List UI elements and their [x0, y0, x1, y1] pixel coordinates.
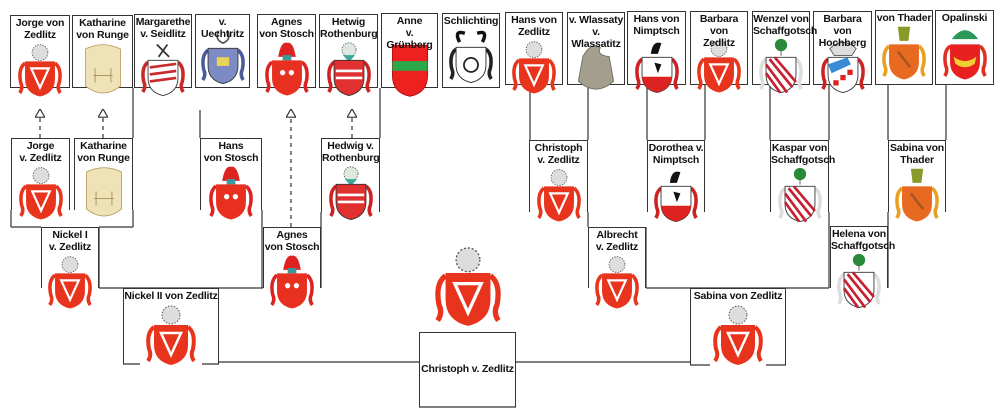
person-box: Nickel I v. Zedlitz — [41, 227, 99, 288]
person-box: Helena von Schaffgotsch — [830, 226, 896, 288]
rothenburg-arms-icon — [326, 41, 371, 103]
person-name: Christoph v. Zedlitz — [421, 363, 514, 375]
schaffgotsch-arms-icon — [777, 167, 822, 229]
zedlitz-arms-icon — [595, 254, 639, 316]
zedlitz-arms-icon — [713, 303, 763, 373]
person-box: v. Uechtritz — [195, 14, 250, 88]
person-box: Agnes von Stosch — [263, 227, 321, 288]
schlichting-arms-icon — [449, 28, 493, 90]
zedlitz-arms-icon — [697, 38, 741, 100]
person-name: von Thader — [876, 12, 932, 24]
person-name: Schlichting — [443, 15, 499, 27]
runge-seal-icon — [81, 42, 125, 104]
person-name: Hedwig v. Rothenburg — [322, 140, 380, 164]
person-name: Hetwig Rothenburg — [320, 16, 378, 40]
rothenburg-arms-icon — [328, 165, 373, 227]
person-box: Hans von Stosch — [200, 138, 262, 210]
person-name: Opalinski — [941, 12, 988, 24]
stosch-arms-icon — [264, 41, 309, 103]
nimptsch-arms-icon — [654, 167, 698, 229]
seidlitz-arms-icon — [141, 41, 185, 103]
person-name: v. Uechtritz — [200, 16, 245, 40]
person-box: Jorge v. Zedlitz — [11, 138, 70, 210]
hochberg-arms-icon — [820, 38, 865, 100]
person-name: Jorge von Zedlitz — [15, 17, 65, 41]
stosch-arms-icon — [209, 165, 253, 227]
runge-seal-icon — [82, 165, 126, 227]
zedlitz-arms-icon — [48, 254, 92, 316]
gruenberg-shield-icon — [388, 40, 432, 102]
person-name: Kaspar von Schaffgotsch — [771, 142, 836, 166]
zedlitz-arms-icon — [146, 303, 196, 373]
person-box: von Thader — [875, 10, 933, 85]
person-name: Anne v. Grünberg — [386, 15, 433, 51]
person-name: Sabina von Zedlitz — [693, 290, 783, 302]
person-box: v. Wlassaty v. Wlassatitz — [567, 12, 625, 85]
person-name: Barbara von Hochberg — [818, 13, 867, 49]
schaffgotsch-arms-icon — [837, 253, 881, 315]
person-name: Sabina von Thader — [889, 142, 944, 166]
zedlitz-arms-icon — [536, 167, 581, 229]
stosch-arms-icon — [270, 254, 314, 316]
schaffgotsch-arms-icon — [759, 38, 803, 100]
person-name: Agnes von Stosch — [259, 16, 314, 40]
person-name: Katharine von Runge — [76, 17, 129, 41]
person-box: Jorge von Zedlitz — [10, 15, 70, 88]
uechtritz-arms-icon — [200, 29, 245, 91]
person-name: Dorothea v. Nimptsch — [648, 142, 704, 166]
person-name: Margarethe v. Seidlitz — [135, 16, 191, 40]
person-name: Agnes von Stosch — [264, 229, 320, 253]
person-box: Margarethe v. Seidlitz — [134, 14, 192, 88]
zedlitz-arms-icon — [18, 165, 63, 227]
person-box: Opalinski — [935, 10, 994, 85]
person-name: Hans von Stosch — [203, 140, 259, 164]
person-box: Sabina von Zedlitz — [690, 288, 786, 365]
person-box: Kaspar von Schaffgotsch — [770, 140, 836, 212]
person-box: Sabina von Thader — [888, 140, 946, 212]
person-box: Anne v. Grünberg — [381, 13, 438, 88]
person-name: Albrecht v. Zedlitz — [595, 229, 639, 253]
nimptsch-arms-icon — [634, 38, 679, 100]
person-name: Barbara von Zedlitz — [699, 13, 739, 49]
wlassaty-stone-arms-icon — [574, 39, 618, 101]
person-name: Hans von Nimptsch — [633, 13, 680, 37]
person-box: Schlichting — [442, 13, 500, 88]
person-name: Hans von Zedlitz — [511, 14, 557, 38]
zedlitz-arms-icon — [434, 244, 501, 335]
person-name: Helena von Schaffgotsch — [831, 228, 896, 252]
person-name: Katharine von Runge — [77, 140, 130, 164]
person-box: Albrecht v. Zedlitz — [588, 227, 646, 288]
person-name: Wenzel von Schaffgotsch — [753, 13, 818, 37]
person-name: Jorge v. Zedlitz — [19, 140, 62, 164]
person-name: v. Wlassaty v. Wlassatitz — [568, 14, 624, 50]
person-box: Christoph v. Zedlitz — [529, 140, 588, 212]
person-box: Barbara von Hochberg — [813, 11, 872, 85]
thader-arms-icon — [882, 25, 926, 87]
thader-arms-icon — [895, 167, 939, 229]
person-name: Christoph v. Zedlitz — [534, 142, 583, 166]
person-name: Nickel II von Zedlitz — [124, 290, 218, 302]
person-name: Nickel I v. Zedlitz — [48, 229, 92, 253]
person-box: Barbara von Zedlitz — [690, 11, 748, 85]
opalinski-arms-icon — [942, 25, 987, 87]
person-box: Nickel II von Zedlitz — [123, 288, 219, 364]
zedlitz-arms-icon — [18, 42, 62, 104]
person-box: Hedwig v. Rothenburg — [321, 138, 380, 212]
person-box: Christoph v. Zedlitz — [419, 332, 516, 407]
zedlitz-arms-icon — [512, 39, 556, 101]
person-box: Dorothea v. Nimptsch — [647, 140, 705, 212]
person-box: Wenzel von Schaffgotsch — [752, 11, 818, 85]
person-box: Katharine von Runge — [74, 138, 133, 210]
